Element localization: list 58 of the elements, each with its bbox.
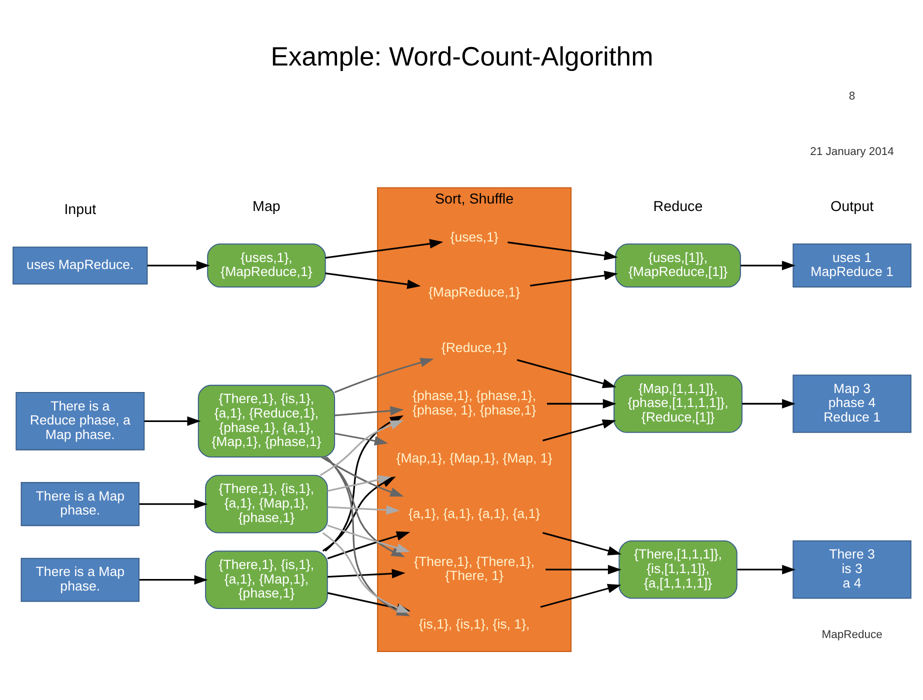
arrow <box>542 419 616 442</box>
label: 21 January 2014 <box>810 146 894 158</box>
arrow <box>540 584 621 608</box>
node-box: {uses,1}, {MapReduce,1} <box>206 244 326 288</box>
node-box: {There,1}, {is,1}, {a,1}, {Reduce,1}, {phase,1}, {a,1}, {Map,1}, {phase,1} <box>197 384 335 458</box>
arrow <box>334 406 404 416</box>
arrow <box>326 531 410 560</box>
arrow <box>545 564 621 574</box>
node-text: {is,1}, {is,1}, {is, 1}, <box>418 616 530 632</box>
node-text: {Reduce,1} <box>440 340 507 355</box>
node-box: There is a Map phase. <box>20 558 140 602</box>
label: Reduce <box>652 198 702 215</box>
arrow <box>530 270 618 286</box>
arrow <box>138 575 208 585</box>
arrow <box>507 242 618 260</box>
arrow <box>334 432 388 446</box>
arrow <box>144 416 200 426</box>
arrow <box>327 568 405 578</box>
arrow <box>326 524 410 553</box>
label: Input <box>64 202 96 218</box>
node-box: There is a Map phase. <box>20 482 140 526</box>
arrow <box>319 420 404 476</box>
diagram-title: Example: Word-Count-Algorithm <box>270 42 653 72</box>
arrow <box>326 475 391 492</box>
arrow <box>324 272 420 290</box>
node-box: uses MapReduce. <box>12 246 148 284</box>
arrow <box>320 456 404 497</box>
node-box: {There,[1,1,1]}, {is,[1,1,1]}, {a,[1,1,1,1]} <box>618 540 737 599</box>
arrow <box>516 359 616 388</box>
node-text: {MapReduce,1} <box>428 284 520 300</box>
node-box: uses 1 MapReduce 1 <box>792 244 911 288</box>
node-box: {There,1}, {is,1}, {a,1}, {Map,1}, {phase,1} <box>204 550 328 609</box>
arrow <box>138 499 208 509</box>
arrow <box>546 399 616 408</box>
arrow <box>334 358 434 394</box>
label: MapReduce <box>821 628 882 641</box>
arrow <box>324 456 404 558</box>
node-text: {There,1}, {There,1}, {There, 1} <box>414 554 534 584</box>
arrow <box>740 260 795 270</box>
arrow <box>542 532 621 556</box>
node-box: There is a Reduce phase, a Map phase. <box>15 392 144 450</box>
node-box: {Map,[1,1,1]}, {phase,[1,1,1,1]}, {Reduce,[1]} <box>613 374 742 433</box>
node-box: {uses,[1]}, {MapReduce,[1]} <box>614 244 740 288</box>
node-text: {a,1}, {a,1}, {a,1}, {a,1} <box>408 506 540 521</box>
label: Output <box>830 198 874 215</box>
arrow <box>736 564 796 574</box>
node-box: There 3 is 3 a 4 <box>792 540 911 599</box>
arrow <box>146 260 210 270</box>
node-text: {phase,1}, {phase,1}, {phase, 1}, {phase,1} <box>412 388 536 418</box>
arrow <box>324 239 443 259</box>
arrow <box>327 505 400 515</box>
node-text: {uses,1} <box>450 229 498 244</box>
node-text: {Map,1}, {Map,1}, {Map, 1} <box>396 450 552 466</box>
node-box: {There,1}, {is,1}, {a,1}, {Map,1}, {phase,1} <box>204 474 328 534</box>
label: 8 <box>848 90 855 102</box>
label: Map <box>252 198 280 215</box>
arrow <box>742 399 796 408</box>
node-box: Map 3 phase 4 Reduce 1 <box>792 374 911 433</box>
